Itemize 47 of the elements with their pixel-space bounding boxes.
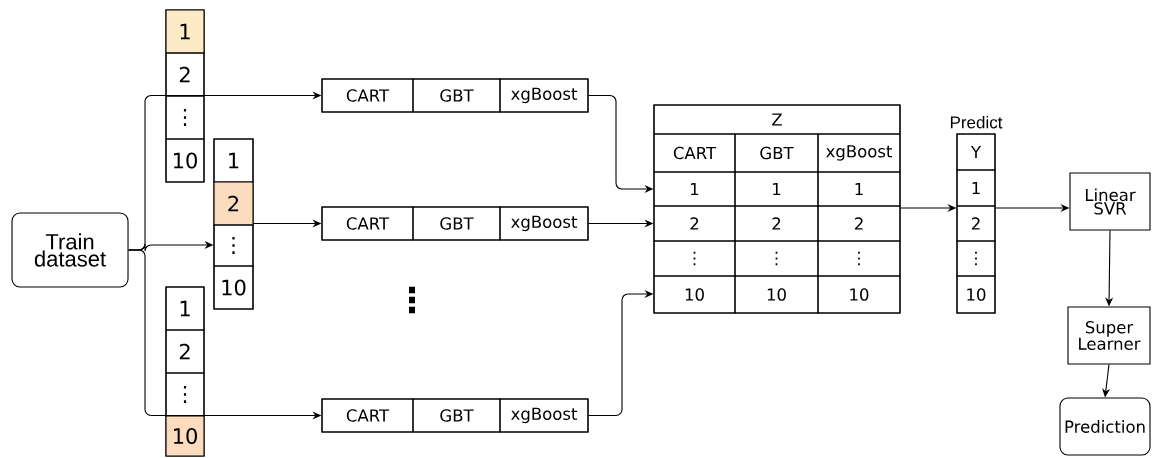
table-cell: 1 (165, 286, 205, 331)
ellipsis: ⋮ (409, 286, 415, 314)
table-cell: 1 (956, 169, 996, 207)
table-cell: Y (956, 133, 996, 171)
table-cell: GBT (412, 206, 501, 241)
table-cell: ⋮ (817, 240, 901, 277)
table-cell: xgBoost (499, 206, 589, 241)
table-cell: 1 (653, 171, 736, 207)
table-cell: xgBoost (499, 398, 589, 433)
table-cell: CART (321, 206, 414, 241)
table-cell: 10 (213, 265, 254, 310)
table-cell: 2 (956, 205, 996, 242)
table-cell: 2 (653, 205, 736, 242)
table-cell: 10 (165, 138, 205, 183)
table-cell: 2 (734, 205, 819, 242)
table-cell: 10 (817, 275, 901, 314)
table-cell: 10 (956, 275, 996, 314)
table-cell: GBT (412, 398, 501, 433)
table-cell: 10 (165, 415, 205, 457)
table-cell: 2 (213, 181, 254, 226)
process-box: Train dataset (11, 212, 129, 288)
table-cell: 1 (165, 9, 205, 54)
table-cell: xgBoost (817, 133, 901, 173)
column-heading: Predict (950, 115, 1003, 129)
table-cell: GBT (412, 78, 501, 113)
process-box: Super Learner (1067, 306, 1151, 365)
table-cell: 1 (817, 171, 901, 207)
table-cell: ⋮ (653, 240, 736, 277)
table-cell: 2 (165, 329, 205, 374)
table-cell: ⋮ (734, 240, 819, 277)
table-cell: CART (321, 78, 414, 113)
table-cell: Z (653, 104, 901, 135)
process-box: Linear SVR (1069, 172, 1151, 231)
table-cell: ⋮ (165, 95, 205, 140)
table-cell: ⋮ (165, 372, 205, 417)
table-cell: CART (653, 133, 736, 173)
table-cell: 2 (165, 52, 205, 97)
table-cell: ⋮ (213, 224, 254, 267)
table-cell: 10 (653, 275, 736, 314)
table-cell: 2 (817, 205, 901, 242)
table-cell: ⋮ (956, 240, 996, 277)
table-cell: GBT (734, 133, 819, 173)
table-cell: 1 (734, 171, 819, 207)
table-cell: 10 (734, 275, 819, 314)
output-box: Prediction (1059, 397, 1151, 456)
table-cell: xgBoost (499, 78, 589, 113)
table-cell: CART (321, 398, 414, 433)
